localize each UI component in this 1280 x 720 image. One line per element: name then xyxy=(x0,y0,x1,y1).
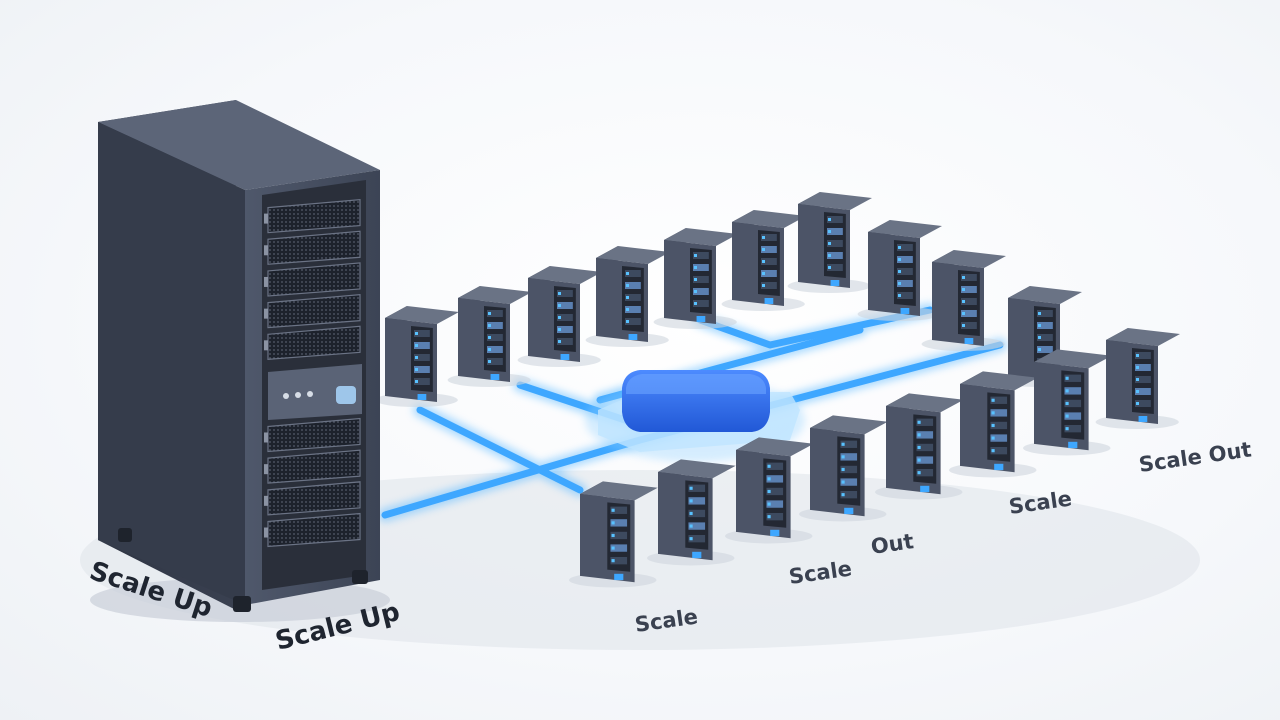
link-back-row xyxy=(696,306,934,349)
rack-server-icon xyxy=(517,266,602,367)
drive-bay xyxy=(264,417,361,453)
label-scale-out: Scale Out xyxy=(1137,437,1253,477)
rack-server-icon xyxy=(1023,349,1112,456)
drive-bay xyxy=(264,325,361,360)
drive-bay xyxy=(264,449,361,484)
drive-bay xyxy=(264,262,361,297)
rack-server-icon xyxy=(949,371,1038,478)
rack-server-icon xyxy=(721,210,806,311)
drive-bay xyxy=(264,293,361,329)
rack-server-icon xyxy=(585,246,670,347)
rack-server-icon xyxy=(857,220,942,321)
drive-bay xyxy=(264,230,361,265)
rack-server-icon xyxy=(799,415,888,522)
rack-server-icon xyxy=(447,286,532,387)
rack-server-icon xyxy=(921,250,1006,351)
drive-bay xyxy=(264,481,361,516)
rack-server-icon xyxy=(787,192,872,293)
rack-server-icon xyxy=(875,393,964,500)
scale-out-nodes xyxy=(374,192,1180,588)
rack-server-icon xyxy=(1095,328,1180,429)
rack-server-icon xyxy=(647,459,736,566)
tower-server-icon xyxy=(90,100,390,622)
rack-server-icon xyxy=(569,481,658,588)
link-left-branch xyxy=(416,406,584,494)
rack-server-icon xyxy=(653,228,738,329)
network-hub-icon xyxy=(585,370,805,462)
rack-server-icon xyxy=(725,437,814,544)
drive-bay xyxy=(264,512,361,548)
drive-bay xyxy=(264,198,361,234)
rack-server-icon xyxy=(374,306,459,407)
label-out-1: Out xyxy=(869,529,915,559)
